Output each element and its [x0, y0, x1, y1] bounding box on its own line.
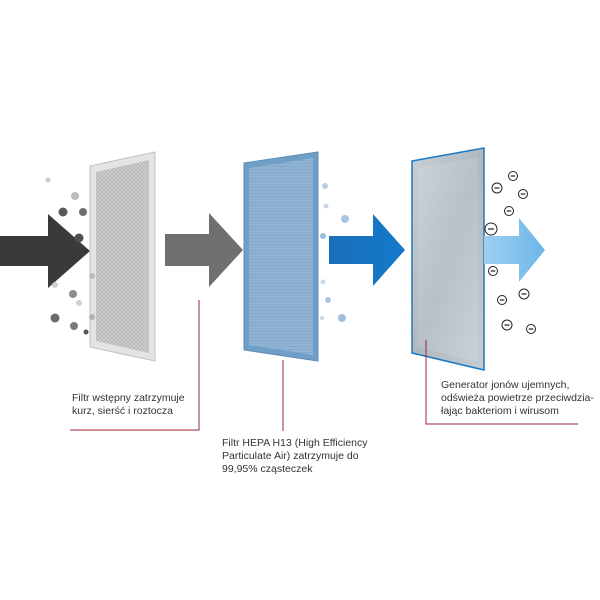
- airflow-arrow-light: [484, 218, 545, 282]
- particle-dot: [79, 208, 87, 216]
- particle-dot: [320, 316, 324, 320]
- particle-dot: [50, 313, 60, 323]
- particle-dot: [58, 207, 68, 217]
- caption-line: odświeża powietrze przeciwdzia-: [441, 392, 594, 404]
- negative-ion-icon: [497, 295, 507, 305]
- ion-generator-panel: [411, 147, 485, 371]
- particle-dot: [74, 233, 84, 243]
- particle-dot: [325, 297, 331, 303]
- particle-dot: [45, 177, 51, 183]
- leader-lines: [70, 300, 578, 431]
- particle-dot: [323, 203, 329, 209]
- caption-line: Filtr HEPA H13 (High Efficiency: [222, 437, 368, 449]
- particle-dot: [320, 279, 326, 285]
- airflow-arrow-blue: [329, 214, 405, 286]
- particle-dot: [341, 215, 349, 223]
- particle-dot: [320, 233, 326, 239]
- particle-dot: [70, 322, 78, 330]
- airflow-arrow-gray: [165, 213, 243, 287]
- caption-line: Filtr wstępny zatrzymuje: [72, 392, 185, 404]
- particle-dot: [52, 282, 58, 288]
- negative-ion-icon: [491, 182, 503, 194]
- leader-line-pre-filter: [70, 300, 200, 431]
- particle-dot: [89, 273, 95, 279]
- particle-dot: [71, 192, 79, 200]
- caption-line: łając bakteriom i wirusom: [441, 405, 559, 417]
- dust-particles: [45, 177, 95, 335]
- particle-dot: [322, 183, 328, 189]
- particle-dot: [89, 314, 95, 320]
- negative-ion-icon: [504, 206, 514, 216]
- hepa-filter-panel: [243, 151, 319, 362]
- negative-ion-icon: [518, 288, 530, 300]
- leader-line-ion: [425, 340, 578, 425]
- negative-ion-icon: [501, 319, 513, 331]
- fine-particles: [320, 183, 349, 322]
- pre-filter-panel: [89, 151, 156, 362]
- caption-pre-filter: Filtr wstępny zatrzymuje kurz, sierść i …: [72, 392, 185, 418]
- caption-line: Generator jonów ujemnych,: [441, 379, 570, 391]
- particle-dot: [69, 290, 77, 298]
- caption-line: kurz, sierść i roztocza: [72, 405, 173, 417]
- caption-line: Particulate Air) zatrzymuje do: [222, 450, 359, 462]
- caption-line: 99,95% cząsteczek: [222, 463, 313, 475]
- negative-ions: [484, 171, 536, 334]
- negative-ion-icon: [526, 324, 536, 334]
- negative-ion-icon: [518, 189, 528, 199]
- particle-dot: [338, 314, 346, 322]
- negative-ion-icon: [508, 171, 518, 181]
- negative-ion-icon: [488, 266, 498, 276]
- caption-ion-generator: Generator jonów ujemnych, odświeża powie…: [441, 379, 594, 418]
- caption-hepa-filter: Filtr HEPA H13 (High Efficiency Particul…: [222, 437, 368, 476]
- airflow-arrow-dark: [0, 214, 90, 288]
- particle-dot: [83, 329, 89, 335]
- negative-ion-icon: [484, 222, 498, 236]
- particle-dot: [76, 300, 82, 306]
